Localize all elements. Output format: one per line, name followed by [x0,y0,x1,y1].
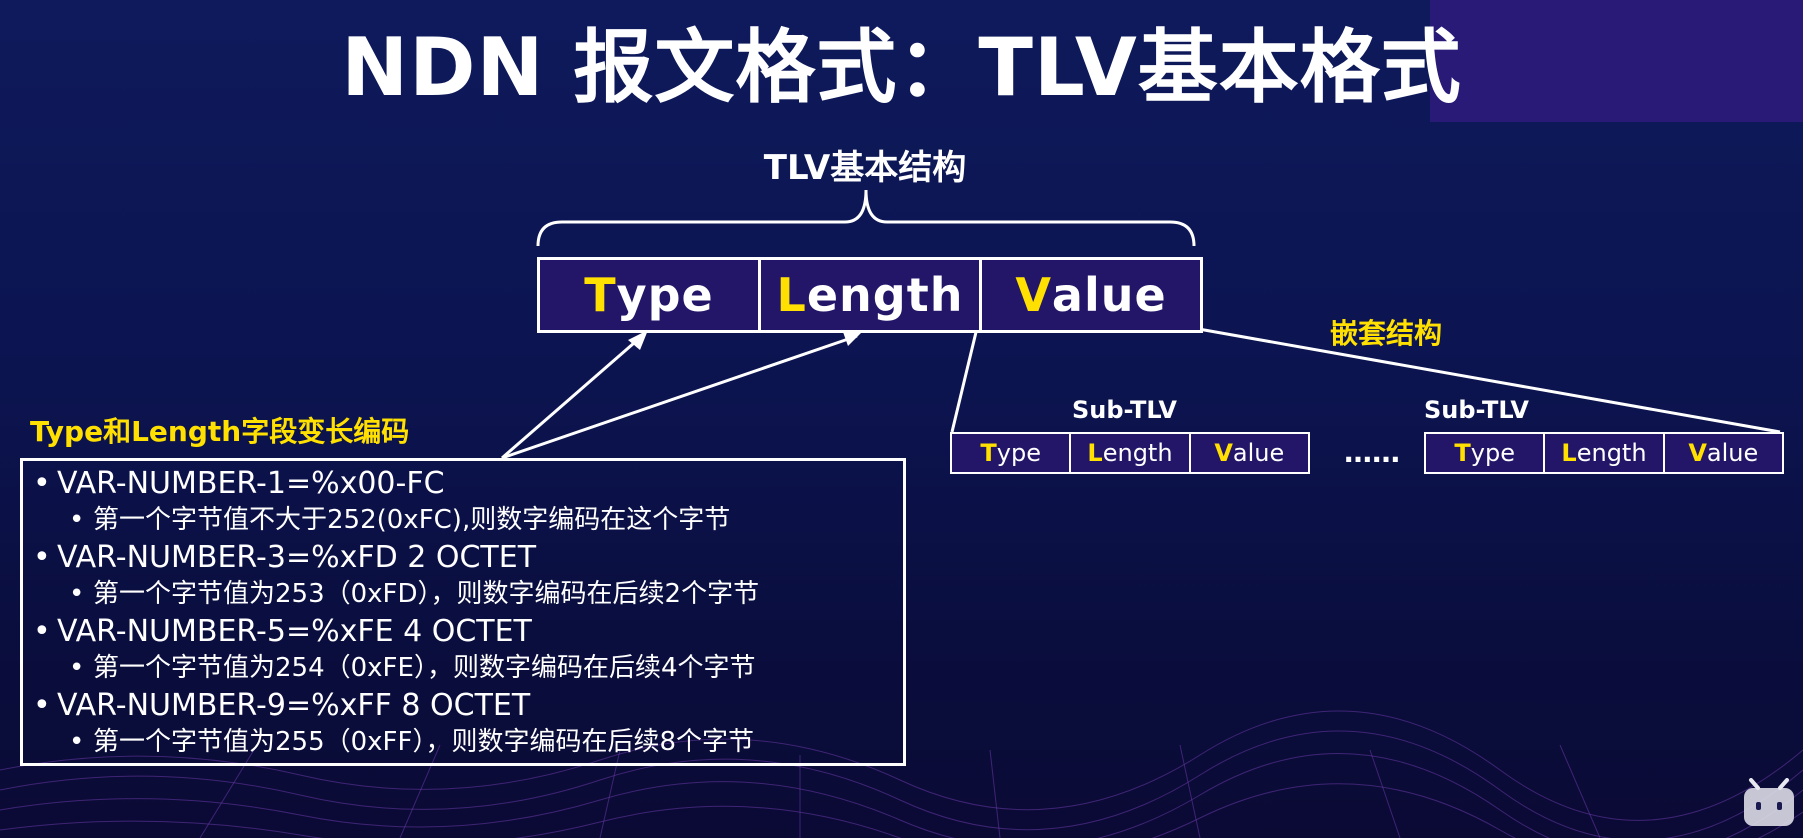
bullet: • [33,614,51,649]
length-initial: L [776,268,807,322]
rule-1: •VAR-NUMBER-1=%x00-FC [33,465,893,502]
tlv-structure-caption: TLV基本结构 [763,148,967,188]
sub2-type-initial: T [1454,439,1471,467]
rule-4-desc: • 第一个字节值为255（0xFF），则数字编码在后续8个字节 [33,724,893,761]
value-initial: V [1015,268,1052,322]
rule-2-desc-text: 第一个字节值为253（0xFD），则数字编码在后续2个字节 [93,579,760,609]
sub2-length-rest: ength [1576,439,1647,467]
rule-3: •VAR-NUMBER-5=%xFE 4 OCTET [33,613,893,650]
type-initial: T [584,268,617,322]
arrow-to-length [501,334,858,460]
sub1-length-rest: ength [1102,439,1173,467]
rule-1-desc-text: 第一个字节值不大于252(0xFC),则数字编码在这个字节 [93,505,731,535]
rule-2-desc: • 第一个字节值为253（0xFD），则数字编码在后续2个字节 [33,576,893,613]
arrowhead-type [628,330,648,350]
value-rest: alue [1051,268,1167,322]
slide-title: NDN 报文格式：TLV基本格式 [341,21,1462,114]
sub-tlv-label-2: Sub-TLV [1424,396,1529,424]
sub2-type-rest: ype [1470,439,1515,467]
length-rest: ength [806,268,964,322]
encoding-rules-box: •VAR-NUMBER-1=%x00-FC •第一个字节值不大于252(0xFC… [20,458,906,766]
rule-1-desc: • 第一个字节值不大于252(0xFC),则数字编码在这个字节 [33,502,893,539]
sub1-type-initial: T [980,439,997,467]
value-to-sub2-line [1192,326,1781,434]
rule-4-text: VAR-NUMBER-9=%xFF 8 OCTET [57,688,531,723]
bullet: • [33,540,51,575]
rule-3-desc: • 第一个字节值为254（0xFE），则数字编码在后续4个字节 [33,650,893,687]
sub1-value-initial: V [1214,439,1233,467]
rule-4: •VAR-NUMBER-9=%xFF 8 OCTET [33,687,893,724]
sub2-length-initial: L [1561,439,1577,467]
arrow-to-type [501,334,643,460]
sub2-value-initial: V [1688,439,1707,467]
bullet: • [33,466,51,501]
rule-1-text: VAR-NUMBER-1=%x00-FC [57,466,445,501]
top-brace [536,189,1196,247]
corner-panel [1430,0,1803,122]
bullet: • [69,653,85,683]
ellipsis: …… [1344,436,1400,469]
arrowhead-length [843,330,864,346]
bullet: • [33,688,51,723]
sub-tlv-label-1: Sub-TLV [1072,396,1177,424]
sub1-type-rest: ype [996,439,1041,467]
varlen-encoding-caption: Type和Length字段变长编码 [30,415,410,448]
sub1-value-rest: alue [1232,439,1285,467]
rule-2: •VAR-NUMBER-3=%xFD 2 OCTET [33,539,893,576]
bullet: • [69,579,85,609]
wave-mesh-decoration [0,710,1803,838]
tv-logo-icon [1744,778,1794,826]
bullet: • [69,727,85,757]
bullet: • [69,505,85,535]
nested-structure-caption: 嵌套结构 [1330,317,1443,350]
rule-4-desc-text: 第一个字节值为255（0xFF），则数字编码在后续8个字节 [93,727,755,757]
sub2-value-rest: alue [1706,439,1759,467]
type-rest: ype [616,268,714,322]
rule-3-text: VAR-NUMBER-5=%xFE 4 OCTET [57,614,532,649]
rule-3-desc-text: 第一个字节值为254（0xFE），则数字编码在后续4个字节 [93,653,756,683]
value-to-sub1-line [950,327,979,433]
sub1-length-initial: L [1087,439,1103,467]
rule-2-text: VAR-NUMBER-3=%xFD 2 OCTET [57,540,537,575]
